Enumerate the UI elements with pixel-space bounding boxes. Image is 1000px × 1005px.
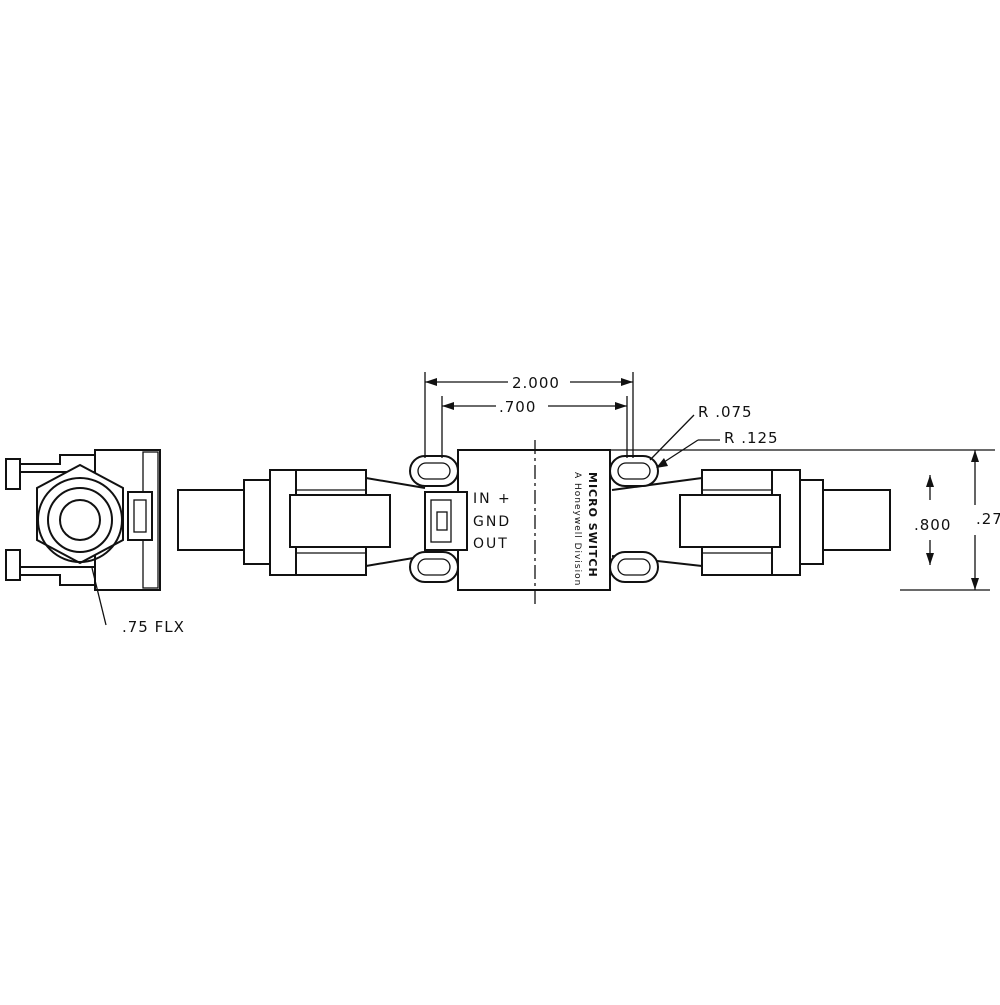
dim-700-arrow-left	[442, 402, 454, 410]
end-view: .75 FLX	[5, 449, 185, 636]
switch-housing	[457, 449, 611, 591]
dim-800-label: .800	[914, 516, 951, 534]
conduit-leader-line	[91, 567, 107, 626]
terminal-label-in: IN +	[473, 491, 512, 507]
dim-2000-arrow-left	[425, 378, 437, 386]
conduit-size-label: .75 FLX	[122, 618, 185, 636]
dim-800-arrow-top	[926, 475, 934, 487]
terminal-connector-housing	[430, 499, 452, 543]
mount-ear-top-right	[609, 455, 659, 487]
nameplate-subtitle: A Honeywell Division	[572, 472, 582, 586]
right-conduit-tube	[819, 489, 891, 551]
left-conduit-tube	[177, 489, 247, 551]
right-conduit-fitting	[611, 469, 891, 576]
dim-800-arrow-bottom	[926, 553, 934, 565]
right-fitting-taper-top	[611, 477, 703, 491]
terminal-label-out: OUT	[473, 536, 509, 552]
dim-r125-arrow	[656, 458, 668, 468]
mount-ear-top-left	[409, 455, 459, 487]
left-fitting-taper-top	[365, 477, 426, 489]
dim-overall-arrow-top	[971, 450, 979, 462]
dim-r075-label: R .075	[698, 403, 753, 421]
dim-2000-label: 2.000	[512, 374, 560, 392]
mount-slot-top-right	[617, 462, 651, 480]
dim-700-label: .700	[499, 398, 536, 416]
mount-ear-bottom-left	[409, 551, 459, 583]
end-view-conduit-bore	[59, 499, 101, 541]
end-view-tab-bottom-left	[5, 549, 21, 581]
right-fitting-body	[679, 494, 781, 548]
end-view-connector-pin	[133, 499, 147, 533]
dim-r125-label: R .125	[724, 429, 779, 447]
dim-overall-label: .27	[976, 510, 1000, 528]
left-fitting-body	[289, 494, 391, 548]
end-view-tab-top-left	[5, 458, 21, 490]
mount-slot-bottom-left	[417, 558, 451, 576]
mount-ear-bottom-right	[609, 551, 659, 583]
dim-700-arrow-right	[615, 402, 627, 410]
end-view-fitting-thread	[47, 487, 113, 553]
dimensions: 2.000 .700 R .075 R .125 .800 .27	[424, 372, 1000, 591]
dim-2000-arrow-right	[621, 378, 633, 386]
switch-body: IN + GND OUT MICRO SWITCH A Honeywell Di…	[409, 440, 659, 608]
terminal-connector-pin	[436, 511, 448, 531]
left-conduit-fitting	[177, 469, 426, 576]
mount-slot-top-left	[417, 462, 451, 480]
dim-overall-arrow-bottom	[971, 578, 979, 590]
end-view-fitting-outer	[37, 477, 123, 563]
mount-slot-bottom-right	[617, 558, 651, 576]
end-view-connector-block	[127, 491, 153, 541]
nameplate-brand: MICRO SWITCH	[586, 472, 599, 578]
end-view-bracket-bottom	[19, 566, 96, 586]
terminal-label-gnd: GND	[473, 514, 511, 530]
terminal-connector	[424, 491, 468, 551]
dim-r075-leader	[649, 414, 695, 461]
